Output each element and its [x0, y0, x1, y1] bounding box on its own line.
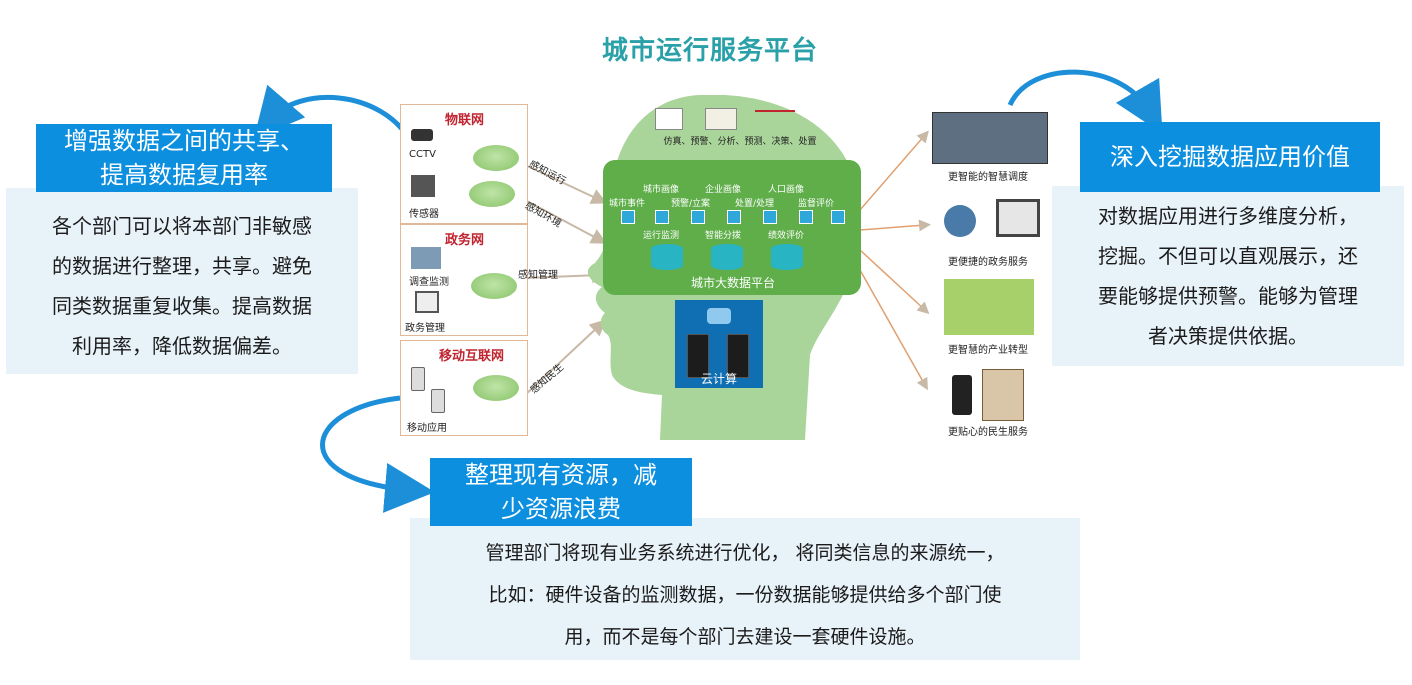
left-callout: 各个部门可以将本部门非敏感 的数据进行整理，共享。避免 同类数据重复收集。提高数… [6, 188, 358, 374]
service-tile-dispatch: 更智能的智慧调度 [930, 110, 1050, 183]
cloud-icon [469, 181, 515, 207]
camera-icon [411, 129, 433, 141]
database-icon [771, 244, 803, 270]
heading-line: 增强数据之间的共享、 [64, 127, 304, 155]
source-gov-survey: 调查监测 [409, 277, 449, 288]
service-label-government: 更便捷的政务服务 [948, 257, 1028, 268]
body-line: 对数据应用进行多维度分析， [1098, 204, 1358, 228]
left-callout-heading: 增强数据之间的共享、 提高数据复用率 [36, 124, 332, 192]
smartphone-icon [952, 375, 972, 415]
row2-dispatch: 智能分拨 [705, 231, 742, 241]
flow-node [831, 210, 845, 224]
right-callout-body: 对数据应用进行多维度分析， 挖掘。不但可以直观展示，还 要能够提供预警。能够为管… [1052, 186, 1404, 356]
cloud-icon [473, 375, 519, 401]
source-mobile: 移动互联网 移动应用 [400, 340, 528, 436]
body-line: 挖掘。不但可以直观展示，还 [1098, 244, 1358, 268]
database-icon [711, 244, 743, 270]
body-line: 的数据进行整理，共享。避免 [52, 254, 312, 278]
source-mobile-app: 移动应用 [407, 423, 447, 434]
flow-node [655, 210, 669, 224]
computer-icon [415, 291, 439, 313]
arrow-bottom-left [320, 395, 435, 513]
service-label-dispatch: 更智能的智慧调度 [948, 172, 1028, 183]
bottom-callout: 管理部门将现有业务系统进行优化， 将同类信息的来源统一， 比如：硬件设备的监测数… [410, 518, 1080, 660]
right-callout: 对数据应用进行多维度分析， 挖掘。不但可以直观展示，还 要能够提供预警。能够为管… [1052, 186, 1404, 366]
factory-icon [944, 279, 1034, 335]
right-callout-heading: 深入挖掘数据应用价值 [1080, 122, 1380, 192]
left-callout-body: 各个部门可以将本部门非敏感 的数据进行整理，共享。避免 同类数据重复收集。提高数… [6, 188, 358, 366]
page-title: 城市运行服务平台 [601, 36, 818, 66]
phone-icon [431, 389, 445, 413]
row1-city-event: 城市事件 [609, 199, 646, 209]
body-line: 用，而不是每个部门去建设一套硬件设施。 [564, 626, 926, 648]
cloud-icon [471, 273, 517, 299]
server-icon [727, 334, 749, 378]
service-label-livelihood: 更贴心的民生服务 [948, 427, 1028, 438]
body-line: 各个部门可以将本部门非敏感 [52, 214, 312, 238]
source-gov-admin: 政务管理 [405, 323, 445, 334]
heading-line: 提高数据复用率 [100, 161, 268, 189]
bottom-callout-body: 管理部门将现有业务系统进行优化， 将同类信息的来源统一， 比如：硬件设备的监测数… [410, 518, 1080, 658]
flow-node [799, 210, 813, 224]
heading-line: 整理现有资源，减 [465, 461, 657, 489]
arrow-top-right [1007, 69, 1163, 134]
flow-node [621, 210, 635, 224]
body-line: 同类数据重复收集。提高数据 [52, 294, 312, 318]
arrow-top-left [253, 84, 413, 142]
body-line: 利用率，降低数据偏差。 [72, 334, 292, 358]
arrow-label-sense-management: 感知管理 [518, 270, 558, 281]
flow-node [727, 210, 741, 224]
body-line: 管理部门将现有业务系统进行优化， 将同类信息的来源统一， [485, 542, 1005, 564]
flow-node [691, 210, 705, 224]
row2-evaluate: 绩效评价 [768, 231, 805, 241]
router-icon [707, 308, 731, 324]
service-tile-industry: 更智慧的产业转型 [930, 275, 1050, 356]
bottom-callout-heading: 整理现有资源，减 少资源浪费 [430, 458, 692, 526]
service-tile-government: 更便捷的政务服务 [930, 195, 1050, 268]
platform-label: 城市大数据平台 [690, 276, 775, 290]
heading-line: 少资源浪费 [501, 495, 621, 523]
phone-icon [411, 367, 425, 391]
database-icon [651, 244, 683, 270]
row1-dispose: 处置/处理 [735, 199, 775, 209]
chart-icon [655, 108, 683, 130]
source-iot-sensor: 传感器 [409, 209, 439, 220]
source-iot-title: 物联网 [445, 113, 485, 128]
row1-warning: 预警/立案 [671, 199, 711, 209]
source-government: 政务网 调查监测 政务管理 [400, 224, 528, 336]
server-icon [687, 334, 709, 378]
source-gov-title: 政务网 [445, 233, 485, 248]
cloud-computing-label: 云计算 [700, 372, 737, 386]
body-line: 比如：硬件设备的监测数据，一份数据能够提供给多个部门使 [488, 584, 1002, 606]
head-top-icons [655, 108, 805, 130]
head-top-label: 仿真、预警、分析、预测、决策、处置 [663, 137, 817, 147]
body-line: 者决策提供依据。 [1148, 324, 1308, 348]
source-iot: 物联网 CCTV 传感器 [400, 104, 528, 224]
kiosk-icon [982, 369, 1024, 421]
cloud-icon [473, 145, 519, 171]
source-iot-cctv: CCTV [409, 149, 436, 160]
sensor-icon [411, 175, 435, 197]
portrait-city: 城市画像 [643, 185, 680, 195]
monitor-icon [996, 199, 1040, 237]
network-icon [755, 110, 795, 128]
video-wall-icon [932, 112, 1048, 164]
source-mobile-title: 移动互联网 [439, 349, 505, 364]
flow-node [763, 210, 777, 224]
big-data-platform: 城市画像 企业画像 人口画像 城市事件 预警/立案 处置/处理 监督评价 运行监… [603, 160, 861, 295]
portrait-enterprise: 企业画像 [705, 185, 742, 195]
map-icon [705, 108, 737, 130]
photo-icon [411, 247, 441, 269]
body-line: 要能够提供预警。能够为管理 [1098, 284, 1358, 308]
service-label-industry: 更智慧的产业转型 [948, 345, 1028, 356]
row1-supervise: 监督评价 [798, 199, 835, 209]
users-icon [944, 205, 976, 237]
row2-monitor: 运行监测 [643, 231, 680, 241]
portrait-population: 人口画像 [768, 185, 805, 195]
cloud-computing-box [675, 300, 763, 388]
service-tile-livelihood: 更贴心的民生服务 [930, 365, 1050, 445]
